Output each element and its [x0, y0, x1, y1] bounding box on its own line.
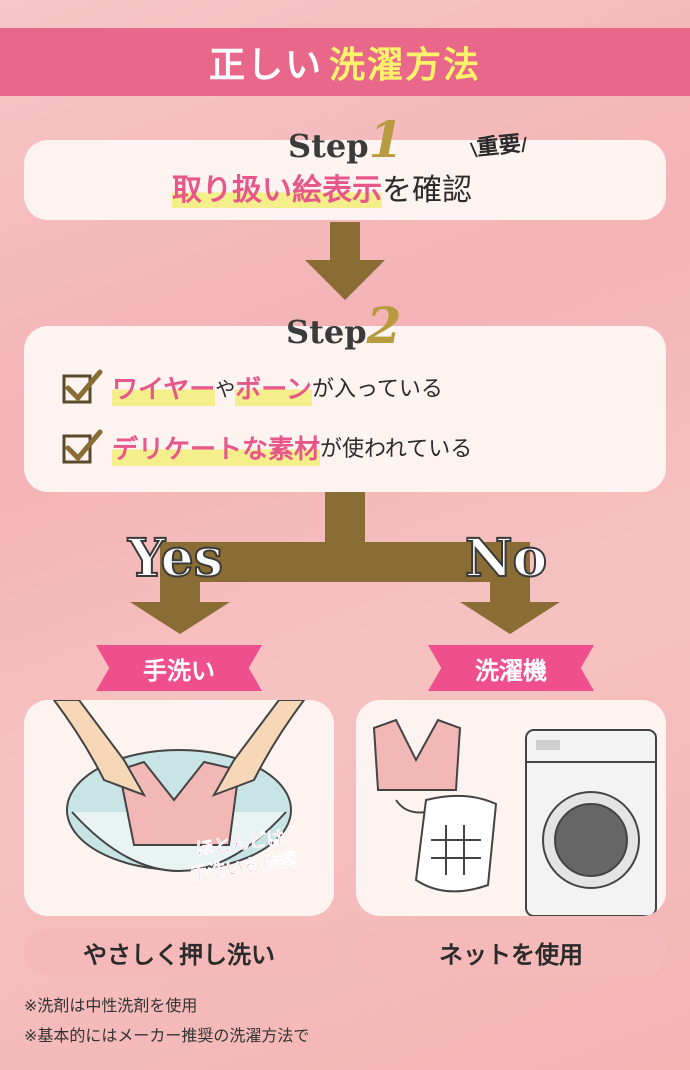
- caption-hand-wash: やさしく押し洗い: [24, 928, 334, 976]
- down-arrow-1: [305, 222, 385, 300]
- step2-number: 2: [366, 296, 402, 355]
- branch-no: No: [464, 527, 548, 590]
- step2-item-1: ワイヤーやボーンが入っている: [60, 368, 443, 406]
- hand-wash-card: [24, 700, 334, 916]
- ribbon-hand-wash: 手洗い: [96, 645, 262, 691]
- ribbon-washing-machine: 洗濯機: [428, 645, 594, 691]
- step2-label: Step2: [286, 296, 402, 355]
- step1-text: 取り扱い絵表示を確認: [172, 165, 472, 209]
- title-part1: 正しい: [208, 45, 323, 86]
- step1-number: 1: [368, 110, 404, 169]
- important-badge: \重要/: [469, 131, 529, 162]
- page-title: 正しい 洗濯方法: [0, 28, 690, 96]
- step1-label: Step1: [288, 110, 404, 169]
- note-manufacturer: ※基本的にはメーカー推奨の洗濯方法で: [24, 1026, 310, 1045]
- checkbox-icon: [62, 429, 103, 464]
- step1-rest: を確認: [382, 173, 472, 208]
- caption-washing-machine: ネットを使用: [356, 928, 666, 976]
- step2-item-2: デリケートな素材が使われている: [60, 428, 472, 466]
- note-detergent: ※洗剤は中性洗剤を使用: [24, 996, 198, 1015]
- branch-arrows: [130, 492, 560, 634]
- step1-highlight: 取り扱い絵表示: [172, 173, 382, 208]
- washing-machine-illustration: [372, 718, 657, 916]
- branch-yes: Yes: [127, 527, 224, 590]
- checkbox-icon: [62, 369, 103, 404]
- washing-machine-card: [356, 700, 666, 916]
- title-part2: 洗濯方法: [329, 45, 482, 86]
- hand-wash-illustration: [52, 700, 306, 872]
